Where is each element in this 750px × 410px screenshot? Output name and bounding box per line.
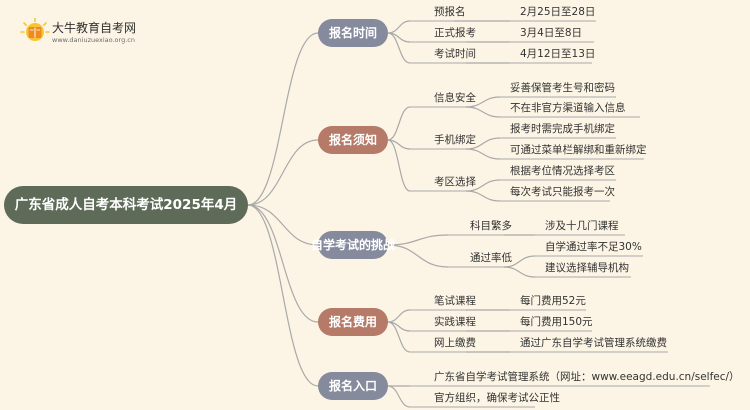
item-label: 信息安全 bbox=[434, 91, 476, 104]
item-label: 笔试课程 bbox=[434, 294, 476, 307]
leaf-connector bbox=[465, 190, 501, 202]
leaf-connector bbox=[465, 106, 501, 118]
item-label: 考区选择 bbox=[434, 175, 476, 188]
leaf-label: 妥善保管考生号和密码 bbox=[510, 81, 615, 94]
leaf-label: 2月25日至28日 bbox=[520, 6, 595, 18]
item-label: 考试时间 bbox=[434, 47, 476, 60]
item-connector bbox=[387, 309, 411, 323]
logo-book-icon bbox=[20, 17, 50, 41]
leaf-label: 自学通过率不足30% bbox=[545, 240, 642, 253]
item-label: 手机绑定 bbox=[434, 133, 476, 146]
logo-title: 大牛教育自考网 bbox=[52, 21, 137, 35]
leaf-label: 3月4日至8日 bbox=[520, 27, 582, 39]
branch-connector bbox=[247, 204, 319, 323]
branch-node bbox=[318, 19, 388, 47]
item-connector bbox=[387, 139, 411, 192]
item-connector bbox=[387, 32, 411, 64]
item-label: 通过率低 bbox=[470, 251, 512, 264]
connector-lines bbox=[247, 20, 710, 408]
item-label: 网上缴费 bbox=[434, 336, 476, 349]
item-connector bbox=[387, 234, 449, 246]
logo-url: www.daniuzuexiao.org.cn bbox=[52, 36, 135, 44]
branch-connector bbox=[247, 204, 319, 246]
leaf-label: 4月12日至13日 bbox=[520, 48, 595, 60]
leaf-label: 建议选择辅导机构 bbox=[545, 261, 629, 274]
item-connector bbox=[387, 106, 411, 141]
leaf-connector bbox=[503, 266, 536, 278]
branch-label: 报名费用 bbox=[329, 314, 377, 329]
logo: 大牛教育自考网 www.daniuzuexiao.org.cn bbox=[20, 17, 170, 49]
leaf-label: 每次考试只能报考一次 bbox=[510, 185, 615, 198]
leaf-label: 报考时需完成手机绑定 bbox=[510, 122, 615, 135]
item-label: 官方组织，确保考试公正性 bbox=[434, 391, 560, 404]
branch-node bbox=[318, 231, 388, 259]
branch-label: 报名时间 bbox=[329, 25, 377, 40]
branch-label: 报名须知 bbox=[329, 132, 377, 147]
branch-connector bbox=[247, 32, 319, 206]
item-connector bbox=[387, 385, 411, 408]
root-label: 广东省成人自考本科考试2025年4月 bbox=[15, 196, 237, 213]
item-label: 预报名 bbox=[434, 5, 466, 18]
branch-node bbox=[318, 372, 388, 400]
leaf-connector bbox=[465, 148, 501, 160]
leaf-label: 每门费用52元 bbox=[520, 294, 586, 307]
leaf-label: 通过广东自学考试管理系统缴费 bbox=[520, 336, 667, 349]
leaf-label: 不在非官方渠道输入信息 bbox=[510, 101, 626, 114]
branch-node bbox=[318, 308, 388, 336]
item-label: 科目繁多 bbox=[470, 219, 512, 232]
root-node bbox=[4, 186, 248, 224]
item-label: 正式报考 bbox=[434, 26, 476, 39]
item-label: 广东省自学考试管理系统（网址：www.eeagd.edu.cn/selfec/） bbox=[434, 370, 740, 383]
leaf-label: 每门费用150元 bbox=[520, 315, 593, 328]
item-connector bbox=[387, 244, 449, 268]
item-connector bbox=[387, 321, 411, 353]
branch-label: 报名入口 bbox=[329, 378, 377, 393]
leaf-label: 可通过菜单栏解绑和重新绑定 bbox=[510, 143, 647, 156]
item-label: 实践课程 bbox=[434, 315, 476, 328]
branch-node bbox=[318, 126, 388, 154]
item-connector bbox=[387, 20, 411, 34]
branch-label: 自学考试的挑战 bbox=[311, 237, 395, 252]
leaf-label: 涉及十几门课程 bbox=[545, 219, 619, 232]
branch-connector bbox=[247, 204, 319, 387]
leaf-label: 根据考位情况选择考区 bbox=[510, 164, 615, 177]
branch-connector bbox=[247, 139, 319, 206]
